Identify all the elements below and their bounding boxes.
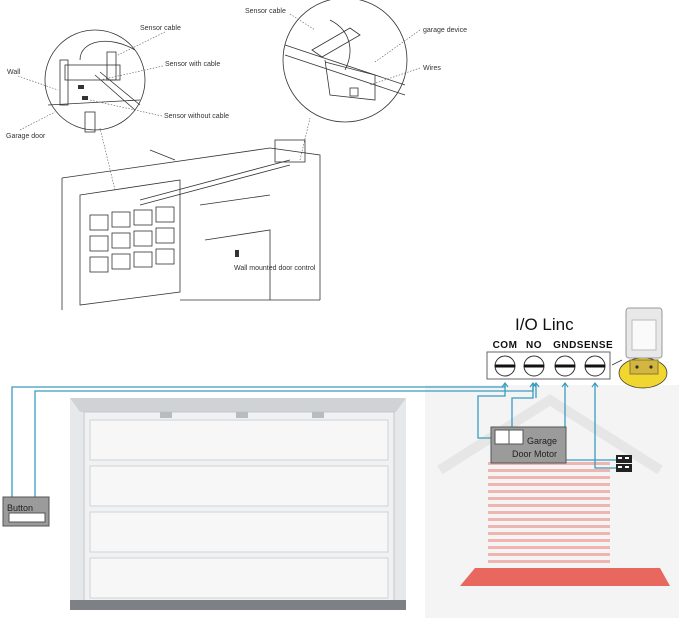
sectional-door bbox=[79, 179, 181, 306]
door-slat bbox=[488, 476, 610, 479]
screw-slot bbox=[524, 364, 544, 368]
door-slat bbox=[488, 511, 610, 514]
motor-label-line1: Garage bbox=[527, 436, 557, 446]
button-label: Button bbox=[7, 503, 33, 513]
wiring-lines bbox=[11, 382, 616, 497]
label-wall-mounted-door-control: Wall mounted door control bbox=[234, 265, 316, 272]
label-garage-device: garage device bbox=[423, 27, 467, 34]
io-linc-device-image bbox=[611, 307, 668, 389]
terminal-label-com: COM bbox=[493, 340, 518, 351]
house-door-image bbox=[425, 385, 679, 618]
label-wall: Wall bbox=[7, 69, 21, 76]
door-slat bbox=[488, 497, 610, 500]
right-callout-circle bbox=[282, 0, 408, 123]
door-sensor-icon bbox=[616, 455, 632, 472]
motor-label-line2: Door Motor bbox=[512, 449, 557, 459]
screw-slot bbox=[495, 364, 515, 368]
terminal-label-gnd: GND bbox=[553, 340, 577, 351]
door-opener bbox=[274, 139, 306, 163]
terminal-label-no: NO bbox=[526, 340, 542, 351]
red-floor bbox=[460, 568, 670, 586]
wall-button: Button bbox=[2, 496, 50, 527]
garage-door-motor: Garage Door Motor bbox=[490, 426, 567, 464]
wall-control-icon bbox=[235, 250, 239, 257]
screw-slot bbox=[585, 364, 605, 368]
garage-line-drawing: Sensor cable Wall Sensor with cable Sens… bbox=[6, 0, 467, 310]
io-linc-title: I/O Linc bbox=[515, 315, 574, 334]
door-slat bbox=[488, 490, 610, 493]
label-sensor-cable-right: Sensor cable bbox=[245, 8, 286, 15]
label-sensor-with-cable: Sensor with cable bbox=[165, 61, 220, 68]
door-slat bbox=[488, 546, 610, 549]
label-sensor-without-cable: Sensor without cable bbox=[164, 113, 229, 120]
garage-door-image bbox=[70, 398, 406, 610]
label-wires: Wires bbox=[423, 65, 441, 72]
door-slat bbox=[488, 504, 610, 507]
door-slat bbox=[488, 553, 610, 556]
door-slat bbox=[488, 539, 610, 542]
door-slat bbox=[488, 518, 610, 521]
terminal-label-sense: SENSE bbox=[577, 340, 613, 351]
door-slat bbox=[488, 469, 610, 472]
label-garage-door: Garage door bbox=[6, 133, 46, 140]
door-slat bbox=[488, 483, 610, 486]
door-slat bbox=[488, 532, 610, 535]
label-sensor-cable-left: Sensor cable bbox=[140, 25, 181, 32]
door-slat bbox=[488, 525, 610, 528]
screw-slot bbox=[555, 364, 575, 368]
door-slat bbox=[488, 560, 610, 563]
